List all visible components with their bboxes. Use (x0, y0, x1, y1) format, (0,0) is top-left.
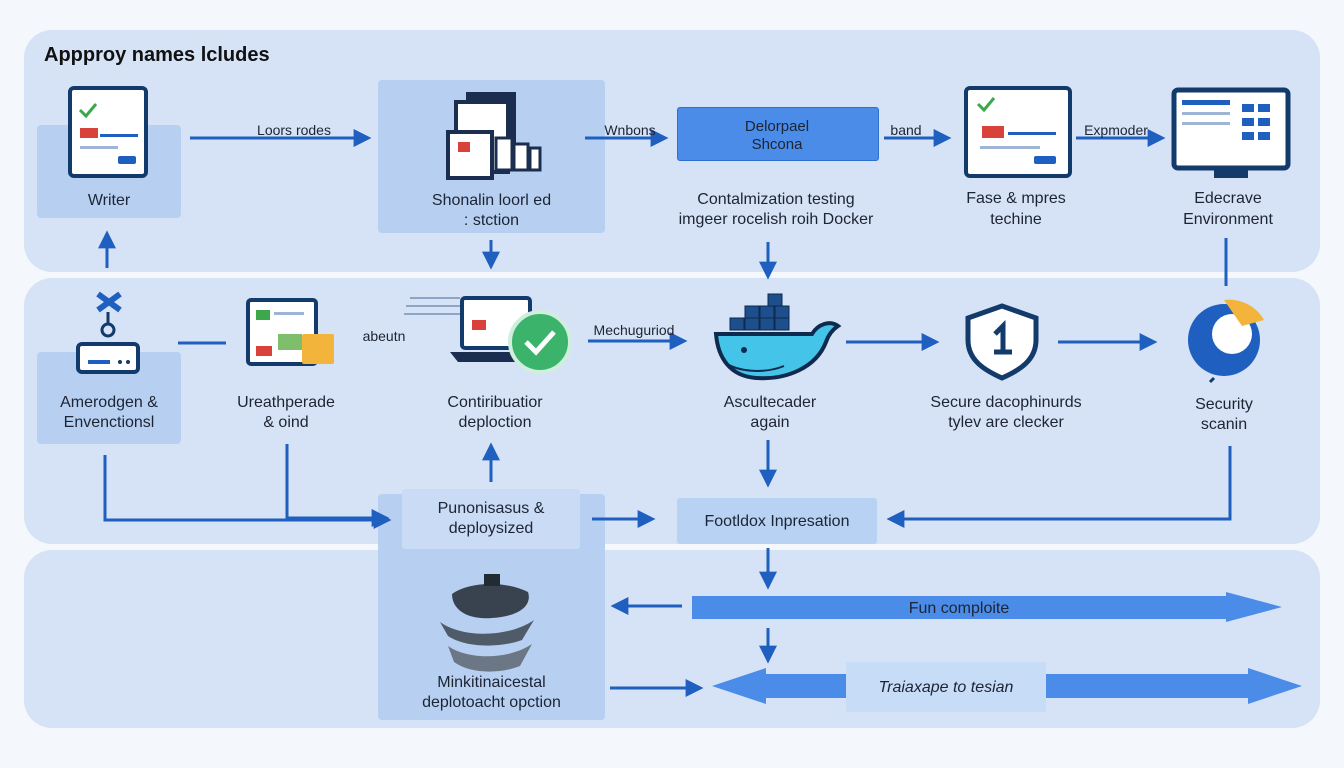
node-edecrave-line2: Environment (1183, 211, 1273, 228)
node-contain-line2: imgeer rocelish roih Docker (678, 211, 874, 228)
node-secure-line1: Secure dacophinurds (930, 394, 1082, 411)
node-fase-line2: techine (990, 211, 1042, 228)
device-tools-icon (76, 291, 140, 374)
node-security-line1: Security (1195, 396, 1253, 413)
ureath-document-icon (246, 298, 334, 366)
fase-document-icon (964, 86, 1072, 178)
laptop-check-icon (404, 296, 572, 374)
node-ureath-line2: & oind (263, 414, 309, 431)
node-writer-label: Writer (87, 192, 131, 209)
node-shonalin-line2: : stction (463, 212, 520, 229)
top-panel (24, 30, 1320, 272)
writer-document-icon (68, 86, 148, 178)
node-deployment-line2: Shcona (751, 136, 803, 153)
node-ascultecader-line1: Ascultecader (723, 394, 817, 411)
fun-complete-label: Fun comploite (908, 600, 1010, 617)
punon-box[interactable] (402, 489, 580, 549)
node-contain-line1: Contalmization testing (697, 191, 855, 208)
arrow-ureath-punon (285, 444, 390, 527)
fun-complete-arrow (692, 592, 1282, 622)
node-ascultecader-line2: again (750, 414, 790, 431)
node-minkitin-line2: deplotoacht opction (422, 694, 561, 711)
shonalin-documents-icon (446, 92, 542, 180)
node-security-line2: scanin (1200, 416, 1248, 433)
node-footldox-label: Footldox Inpresation (704, 513, 850, 530)
node-fase-line1: Fase & mpres (966, 190, 1066, 207)
node-continuation-line1: Contiribuatior (447, 394, 543, 411)
node-ureath-line1: Ureathperade (237, 394, 335, 411)
edge-label-abeutn: abeutn (362, 328, 406, 344)
edge-label-loors-rodes: Loors rodes (257, 122, 331, 138)
node-minkitin-line1: Minkitinaicestal (437, 674, 546, 691)
traiaxape-box (846, 662, 1046, 712)
deployment-pill[interactable] (677, 107, 879, 161)
node-edecrave-line1: Edecrave (1194, 190, 1262, 207)
diagram-title: Appproy names lcludes (44, 44, 270, 66)
middle-panel (24, 278, 1320, 544)
arrow-security-footldox (886, 446, 1232, 528)
edge-label-mechugurlod: Mechuguriod (593, 322, 675, 338)
node-amerodgen-line2: Envenctionsl (63, 414, 155, 431)
edge-label-expmoder: Expmoder (1084, 122, 1148, 138)
docker-whale-icon (713, 293, 842, 381)
shield-icon (965, 303, 1039, 381)
edge-label-wnbons: Wnbons (604, 122, 656, 138)
arrow-amerodgen-loop (103, 455, 392, 529)
node-secure-line2: tylev are clecker (948, 414, 1064, 431)
bottom-panel (24, 550, 1320, 728)
node-shonalin-line1: Shonalin loorl ed (431, 192, 552, 209)
node-punon-line2: deploysized (448, 520, 534, 537)
edge-label-band: band (890, 122, 922, 138)
boat-icon (440, 574, 534, 672)
node-amerodgen-line1: Amerodgen & (60, 394, 158, 411)
node-deployment-line1: Delorpael (744, 118, 810, 135)
node-continuation-line2: deploction (458, 414, 532, 431)
footldox-box[interactable] (677, 498, 877, 544)
node-punon-line1: Punonisasus & (437, 500, 545, 517)
security-scanner-icon (1188, 299, 1264, 384)
monitor-icon (1171, 87, 1291, 178)
traiaxape-label: Traiaxape to tesian (878, 679, 1014, 696)
